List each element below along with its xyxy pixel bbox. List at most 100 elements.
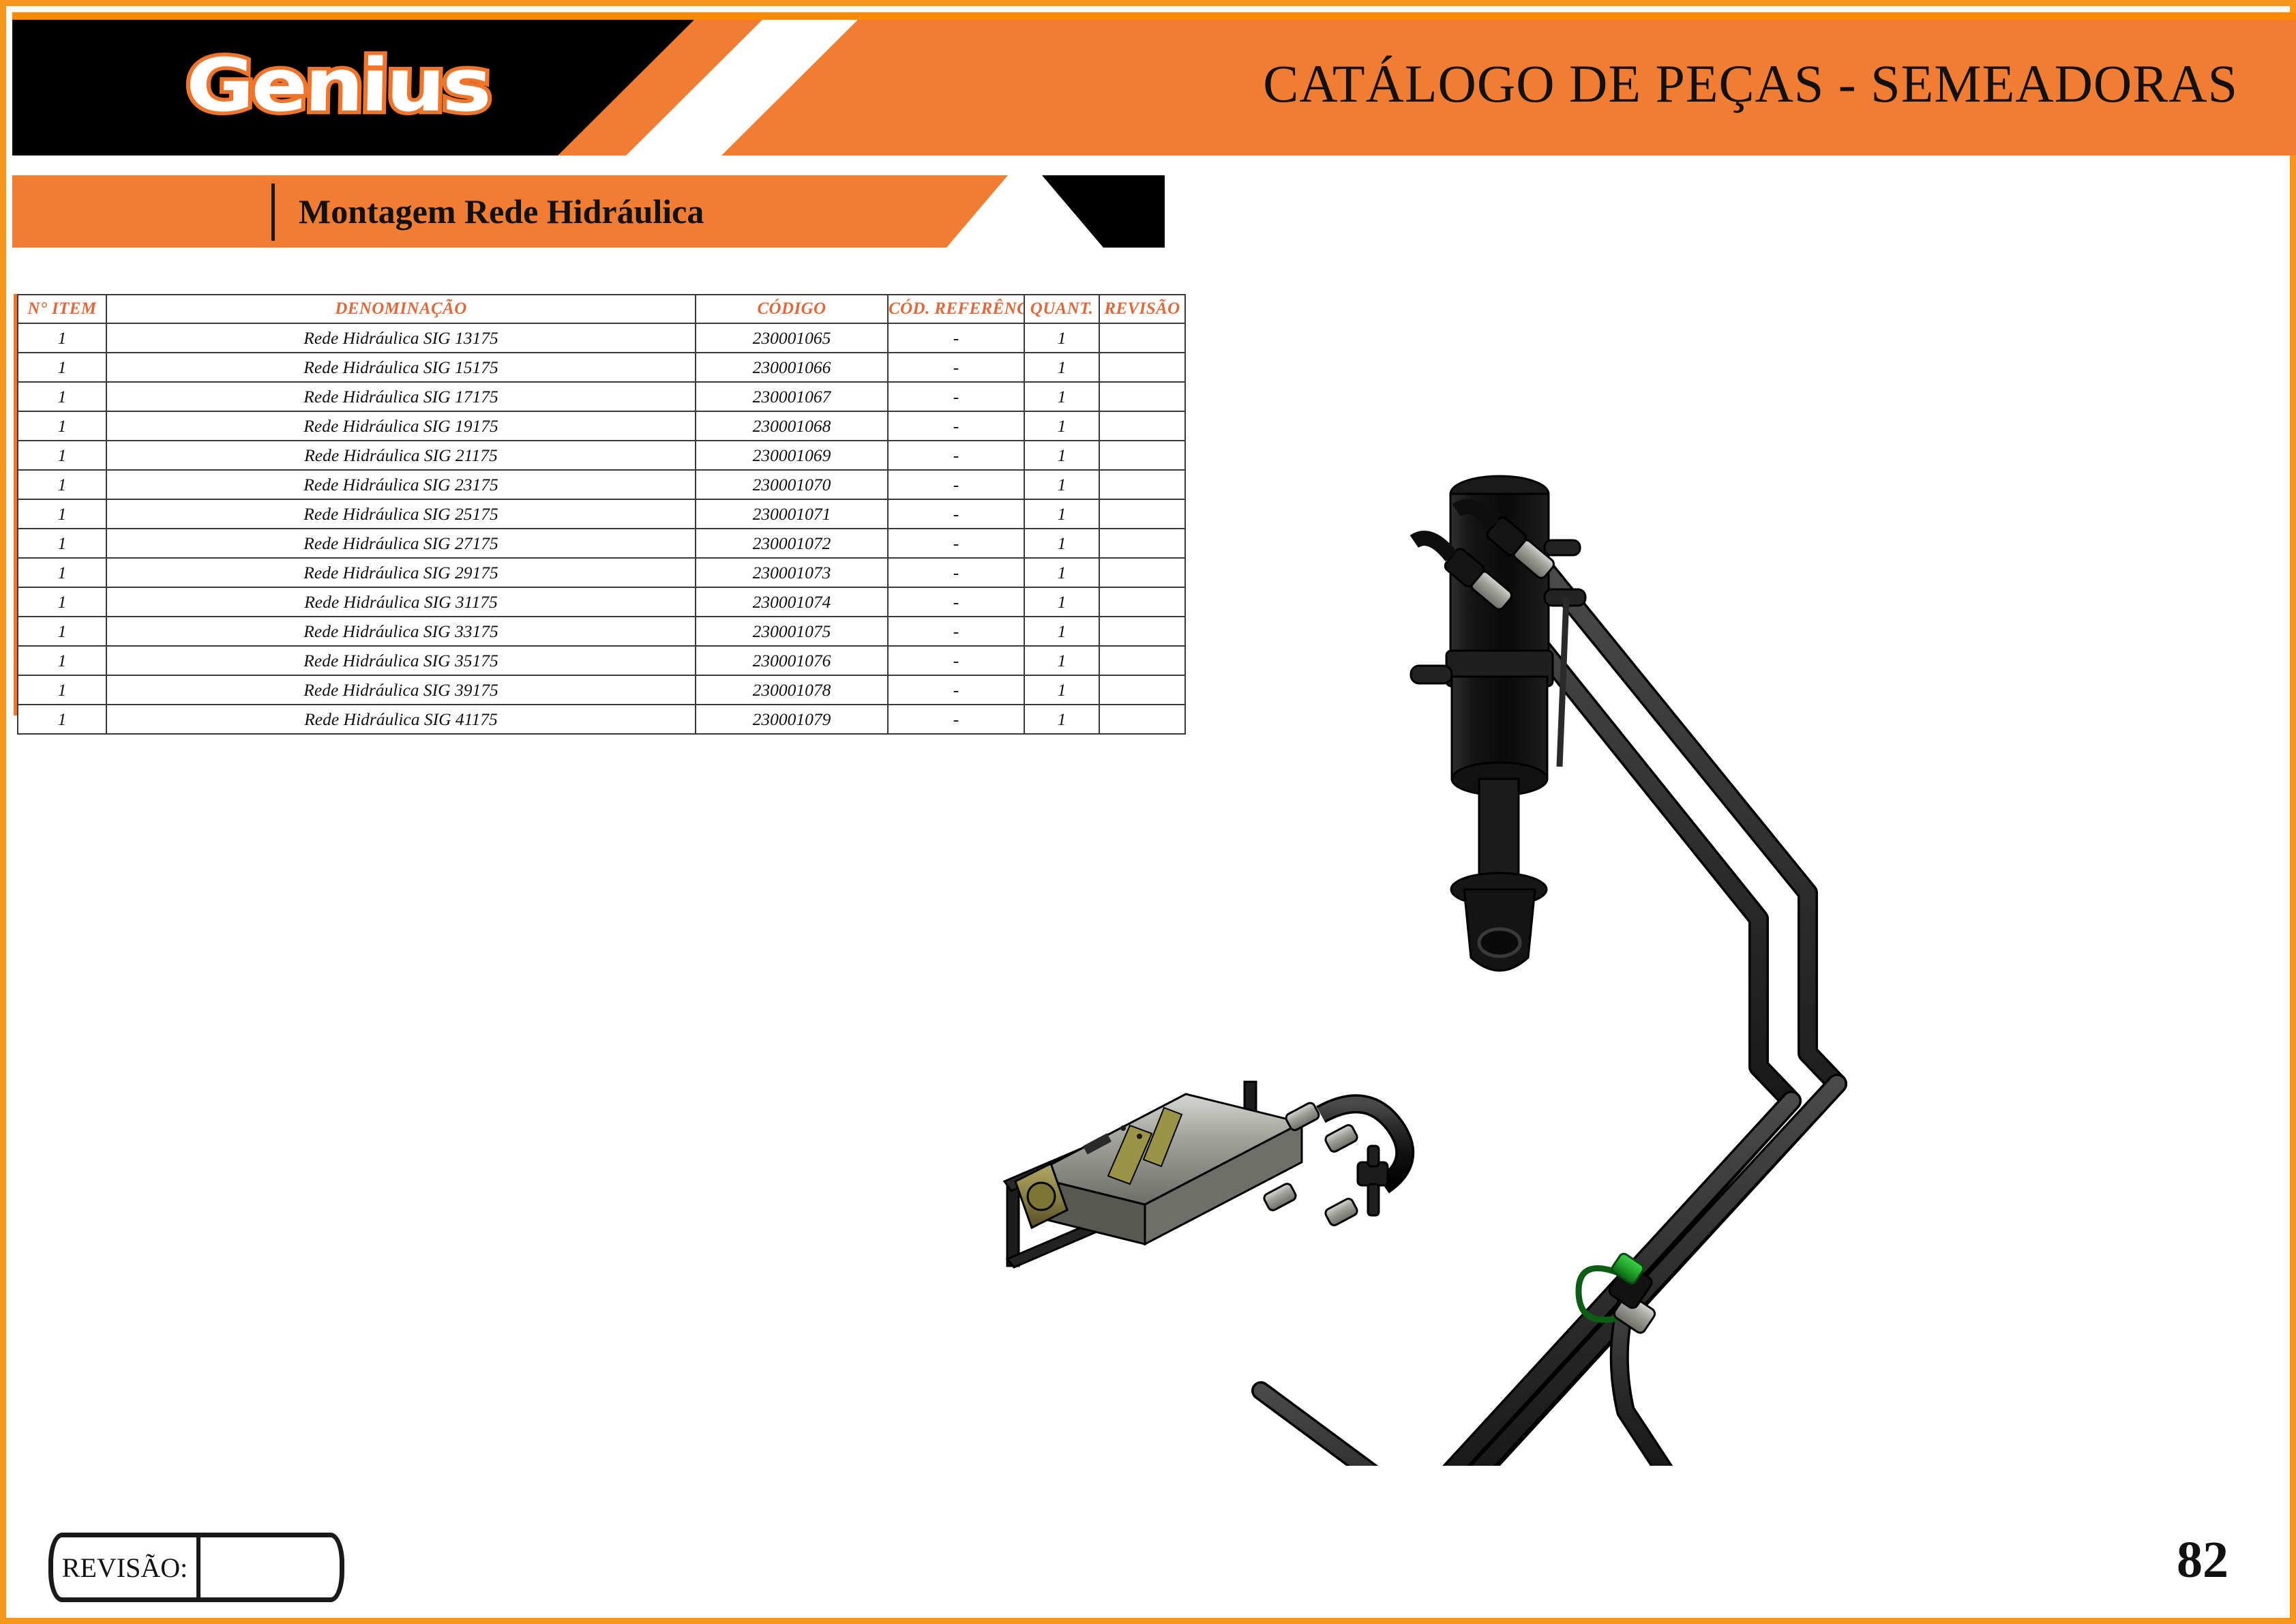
col-header-denominacao: DENOMINAÇÃO <box>106 294 696 324</box>
cylinder-upper-pin-bore <box>1477 927 1522 958</box>
section-title: Montagem Rede Hidráulica <box>299 192 704 231</box>
cell-codigo: 230001073 <box>695 557 889 588</box>
cell-codigo: 230001079 <box>695 704 889 735</box>
valve-label-slot <box>1083 1133 1112 1155</box>
col-header-quantidade: QUANT. <box>1024 294 1100 324</box>
cell-referencia: - <box>887 616 1025 647</box>
cell-revisao <box>1099 704 1186 735</box>
quick-coupler-right <box>1575 1252 1656 1334</box>
cell-revisao <box>1099 469 1186 500</box>
cylinder-hose-fittings <box>1410 499 1555 610</box>
cell-revisao <box>1099 499 1186 529</box>
coupler-right-retaining-ring <box>1575 1265 1621 1323</box>
cell-quantidade: 1 <box>1024 440 1100 471</box>
cell-codigo: 230001074 <box>695 587 889 617</box>
cell-denominacao: Rede Hidráulica SIG 17175 <box>106 381 696 412</box>
cell-item: 1 <box>17 499 107 529</box>
catalog-title: CATÁLOGO DE PEÇAS - SEMEADORAS <box>1263 54 2238 113</box>
cylinder-upper-port-a <box>1543 539 1581 557</box>
cell-quantidade: 1 <box>1024 675 1100 705</box>
cell-item: 1 <box>17 352 107 383</box>
cell-item: 1 <box>17 645 107 676</box>
cell-revisao <box>1099 411 1186 441</box>
cell-codigo: 230001065 <box>695 323 889 353</box>
cell-codigo: 230001076 <box>695 645 889 676</box>
cell-quantidade: 1 <box>1024 323 1100 353</box>
cell-denominacao: Rede Hidráulica SIG 19175 <box>106 411 696 441</box>
revision-value[interactable] <box>200 1537 340 1597</box>
col-header-codigo: CÓDIGO <box>695 294 889 324</box>
section-band: Montagem Rede Hidráulica <box>12 175 2296 248</box>
header-top-strip <box>12 12 2296 20</box>
cell-item: 1 <box>17 440 107 471</box>
cell-denominacao: Rede Hidráulica SIG 31175 <box>106 587 696 617</box>
page-number: 82 <box>2177 1531 2228 1589</box>
cell-quantidade: 1 <box>1024 645 1100 676</box>
fitting-nut-upper-a <box>1486 516 1527 557</box>
hose-riser-right-core <box>1612 1274 1671 1466</box>
cell-quantidade: 1 <box>1024 381 1100 412</box>
cell-denominacao: Rede Hidráulica SIG 29175 <box>106 557 696 588</box>
cell-codigo: 230001069 <box>695 440 889 471</box>
cell-referencia: - <box>887 645 1025 676</box>
col-header-referencia: CÓD. REFERÊNCIA <box>887 294 1025 324</box>
cell-codigo: 230001067 <box>695 381 889 412</box>
fitting-bend-upper-a <box>1452 499 1500 531</box>
col-header-item: N° ITEM <box>17 294 107 324</box>
cell-referencia: - <box>887 411 1025 441</box>
cell-denominacao: Rede Hidráulica SIG 39175 <box>106 675 696 705</box>
cell-codigo: 230001068 <box>695 411 889 441</box>
cell-denominacao: Rede Hidráulica SIG 35175 <box>106 645 696 676</box>
valve-band-1 <box>1107 1124 1153 1185</box>
cell-item: 1 <box>17 469 107 500</box>
brand-logo: Genius <box>181 40 609 132</box>
cell-denominacao: Rede Hidráulica SIG 15175 <box>106 352 696 383</box>
cell-item: 1 <box>17 557 107 588</box>
cell-denominacao: Rede Hidráulica SIG 41175 <box>106 704 696 735</box>
hose-main-trunk-parallel-core <box>1445 1093 1800 1466</box>
tee-fitting <box>1356 1145 1389 1217</box>
cell-quantidade: 1 <box>1024 469 1100 500</box>
cell-item: 1 <box>17 323 107 353</box>
cell-denominacao: Rede Hidráulica SIG 33175 <box>106 616 696 647</box>
cell-quantidade: 1 <box>1024 352 1100 383</box>
section-title-rule <box>271 183 275 241</box>
cell-quantidade: 1 <box>1024 528 1100 559</box>
cell-revisao <box>1099 528 1186 559</box>
cell-revisao <box>1099 675 1186 705</box>
cell-codigo: 230001078 <box>695 675 889 705</box>
cylinder-upper-tie-rod <box>1556 597 1570 767</box>
cell-revisao <box>1099 587 1186 617</box>
cell-codigo: 230001072 <box>695 528 889 559</box>
cylinder-upper-rod <box>1478 778 1520 883</box>
cell-codigo: 230001066 <box>695 352 889 383</box>
cell-revisao <box>1099 557 1186 588</box>
cell-item: 1 <box>17 675 107 705</box>
flow-divider-assembly <box>1002 1080 1415 1269</box>
cell-quantidade: 1 <box>1024 557 1100 588</box>
cell-codigo: 230001070 <box>695 469 889 500</box>
cell-referencia: - <box>887 675 1025 705</box>
revision-box[interactable]: REVISÃO: <box>48 1533 344 1602</box>
cell-referencia: - <box>887 557 1025 588</box>
valve-port-center <box>1026 1181 1056 1211</box>
hydraulic-hose-network <box>1251 562 1847 1466</box>
cell-revisao <box>1099 616 1186 647</box>
cell-item: 1 <box>17 411 107 441</box>
cell-item: 1 <box>17 381 107 412</box>
brand-logo-text: Genius <box>181 40 494 132</box>
cell-revisao <box>1099 323 1186 353</box>
cell-referencia: - <box>887 704 1025 735</box>
cell-revisao <box>1099 645 1186 676</box>
cell-denominacao: Rede Hidráulica SIG 13175 <box>106 323 696 353</box>
